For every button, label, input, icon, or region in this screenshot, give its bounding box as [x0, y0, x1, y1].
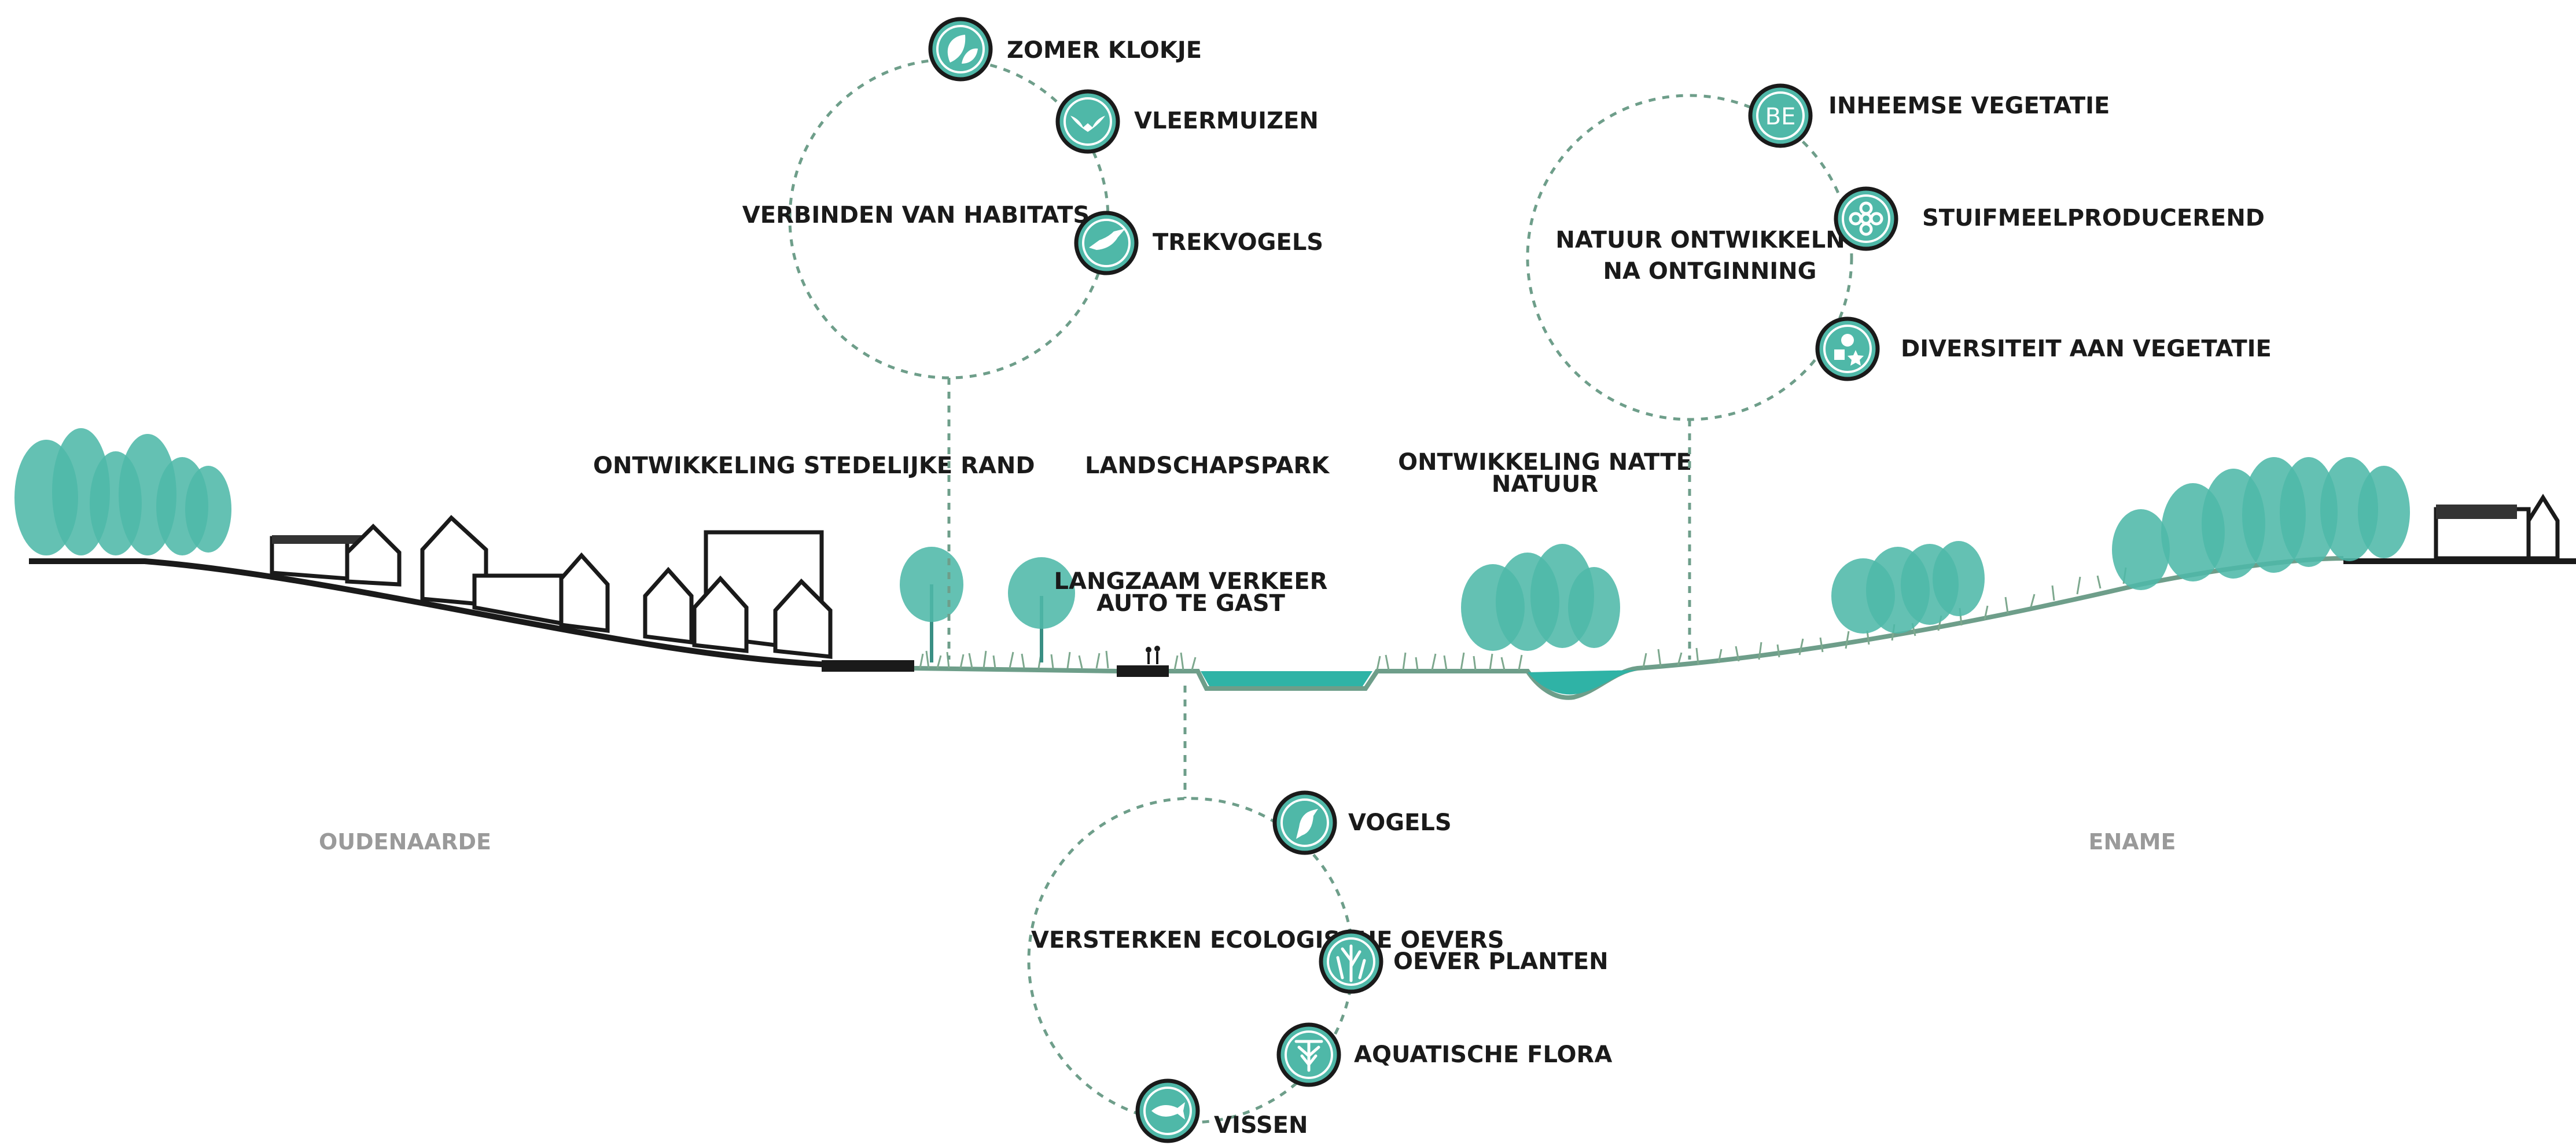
- tree-cluster-mid-right: [1831, 541, 1985, 634]
- badge-aquatische-flora: [1276, 1022, 1341, 1087]
- cluster-banks: VERSTERKEN ECOLOGISCHE OEVERS VOGELS OEV…: [1027, 686, 1612, 1143]
- aquatic-plant-icon: [1294, 1040, 1323, 1072]
- badge-inheemse-vegetatie: BE: [1748, 83, 1813, 148]
- houses-urban-edge: [270, 515, 833, 659]
- badge-vleermuizen: [1055, 89, 1120, 154]
- cluster-nature: NATUUR ONTWIKKELNG NA ONTGINNING BE INHE…: [1526, 83, 2272, 660]
- house-ename: [2434, 494, 2560, 561]
- label-aquatische-flora: AQUATISCHE FLORA: [1354, 1041, 1612, 1068]
- zone-label-urban-edge: ONTWIKKELING STEDELIJKE RAND: [593, 452, 1035, 479]
- label-zomer-klokje: ZOMER KLOKJE: [1007, 37, 1202, 64]
- urban-ground-line: [29, 558, 909, 671]
- nature-dashed-ring: [1526, 94, 1853, 421]
- habitats-title: VERBINDEN VAN HABITATS: [742, 202, 1090, 229]
- label-oever-planten: OEVER PLANTEN: [1393, 948, 1609, 975]
- bird-perched-icon: [1296, 809, 1318, 839]
- pond-water: [1528, 670, 1637, 695]
- label-diversiteit: DIVERSITEIT AAN VEGETATIE: [1901, 336, 2272, 362]
- zone-label-wet-nature-1: ONTWIKKELING NATTE: [1398, 449, 1692, 476]
- label-stuifmeelproducerend: STUIFMEELPRODUCEREND: [1922, 205, 2265, 231]
- tree-cluster-wet: [1461, 544, 1620, 651]
- place-label-ename: ENAME: [2089, 829, 2176, 855]
- badge-diversiteit: [1815, 316, 1880, 381]
- leaf-icon: [947, 35, 978, 64]
- badge-vogels: [1272, 790, 1337, 855]
- badge-trekvogels: [1074, 211, 1139, 275]
- zone-label-slow-traffic-2: AUTO TE GAST: [1096, 590, 1286, 617]
- tree-cluster-right: [2112, 457, 2410, 590]
- tree-cluster-left: [14, 428, 231, 555]
- road-slab: [822, 660, 914, 672]
- zone-label-slow-traffic-1: LANGZAAM VERKEER: [1054, 568, 1328, 595]
- label-inheemse-vegetatie: INHEEMSE VEGETATIE: [1828, 93, 2110, 119]
- zone-label-wet-nature-2: NATUUR: [1492, 471, 1598, 498]
- label-vogels: VOGELS: [1348, 809, 1452, 836]
- badge-stuifmeelproducerend: [1834, 186, 1898, 251]
- zone-label-landscape-park: LANDSCHAPSPARK: [1085, 452, 1330, 479]
- banks-title: VERSTERKEN ECOLOGISCHE OEVERS: [1031, 927, 1504, 953]
- shapes-icon: [1834, 334, 1864, 366]
- tree-cluster-park: [900, 547, 1075, 662]
- bat-icon: [1070, 116, 1105, 132]
- cluster-habitats: VERBINDEN VAN HABITATS ZOMER KLOKJE VLEE…: [742, 17, 1323, 660]
- be-text-icon: BE: [1765, 104, 1796, 130]
- flower-icon: [1849, 201, 1883, 236]
- label-vissen: VISSEN: [1214, 1112, 1308, 1139]
- green-ground-line: [914, 666, 1120, 673]
- green-ground-line-2: [1169, 556, 2344, 700]
- label-vleermuizen: VLEERMUIZEN: [1134, 108, 1319, 134]
- ground-profile: [29, 556, 2576, 700]
- badge-vissen: [1135, 1078, 1200, 1143]
- pedestrians: [1146, 646, 1160, 664]
- badge-zomer-klokje: [928, 17, 993, 82]
- footpath-slab: [1117, 665, 1169, 677]
- bird-flying-icon: [1089, 229, 1125, 250]
- fish-icon: [1151, 1102, 1185, 1120]
- nature-title-1: NATUUR ONTWIKKELNG: [1555, 227, 1864, 253]
- canal-water: [1201, 671, 1372, 686]
- label-trekvogels: TREKVOGELS: [1153, 229, 1323, 256]
- place-label-oudenaarde: OUDENAARDE: [319, 829, 491, 855]
- reed-icon: [1336, 944, 1366, 982]
- nature-title-2: NA ONTGINNING: [1603, 258, 1817, 285]
- badge-oever-planten: [1319, 929, 1383, 994]
